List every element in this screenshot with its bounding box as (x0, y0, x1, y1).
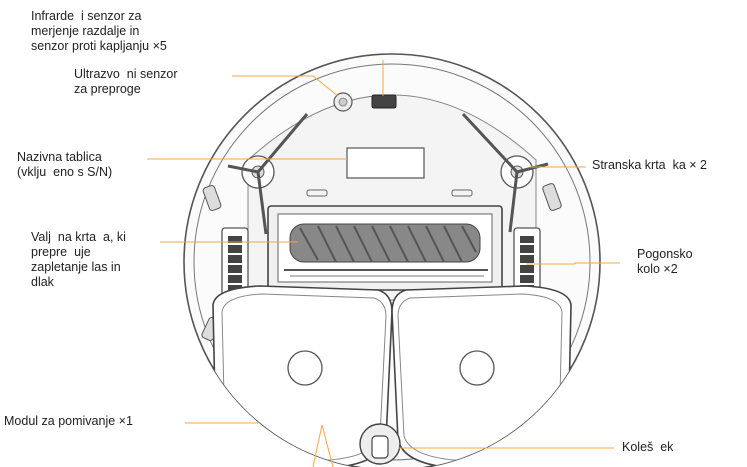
side-brush-left (227, 113, 309, 235)
label-roller-brush: Valj na krta a, ki prepre uje zapletanje… (31, 230, 126, 289)
label-ultrasonic-sensor: Ultrazvo ni senzor za preproge (74, 67, 178, 96)
label-mop-module: Modul za pomivanje ×1 (4, 414, 133, 428)
leader-drive-wheel (526, 262, 620, 265)
caster-wheel-part (359, 423, 401, 465)
roller-brush-part (267, 205, 503, 291)
label-caster-wheel: Koleš ek (622, 440, 674, 454)
label-infrared-sensor: Infrarde i senzor za merjenje razdalje i… (31, 9, 167, 53)
label-nameplate: Nazivna tablica (vklju eno s S/N) (17, 150, 113, 179)
infrared-sensor-part (371, 94, 397, 109)
leader-lines (147, 60, 620, 467)
leader-mop-bottom (312, 424, 334, 467)
side-brush-right (461, 112, 549, 233)
leader-ultrasonic (232, 75, 339, 97)
nameplate-part (346, 147, 425, 179)
label-side-brush: Stranska krta ka × 2 (592, 158, 707, 172)
label-drive-wheel: Pogonsko kolo ×2 (637, 247, 693, 276)
ultrasonic-sensor-part (333, 92, 353, 112)
